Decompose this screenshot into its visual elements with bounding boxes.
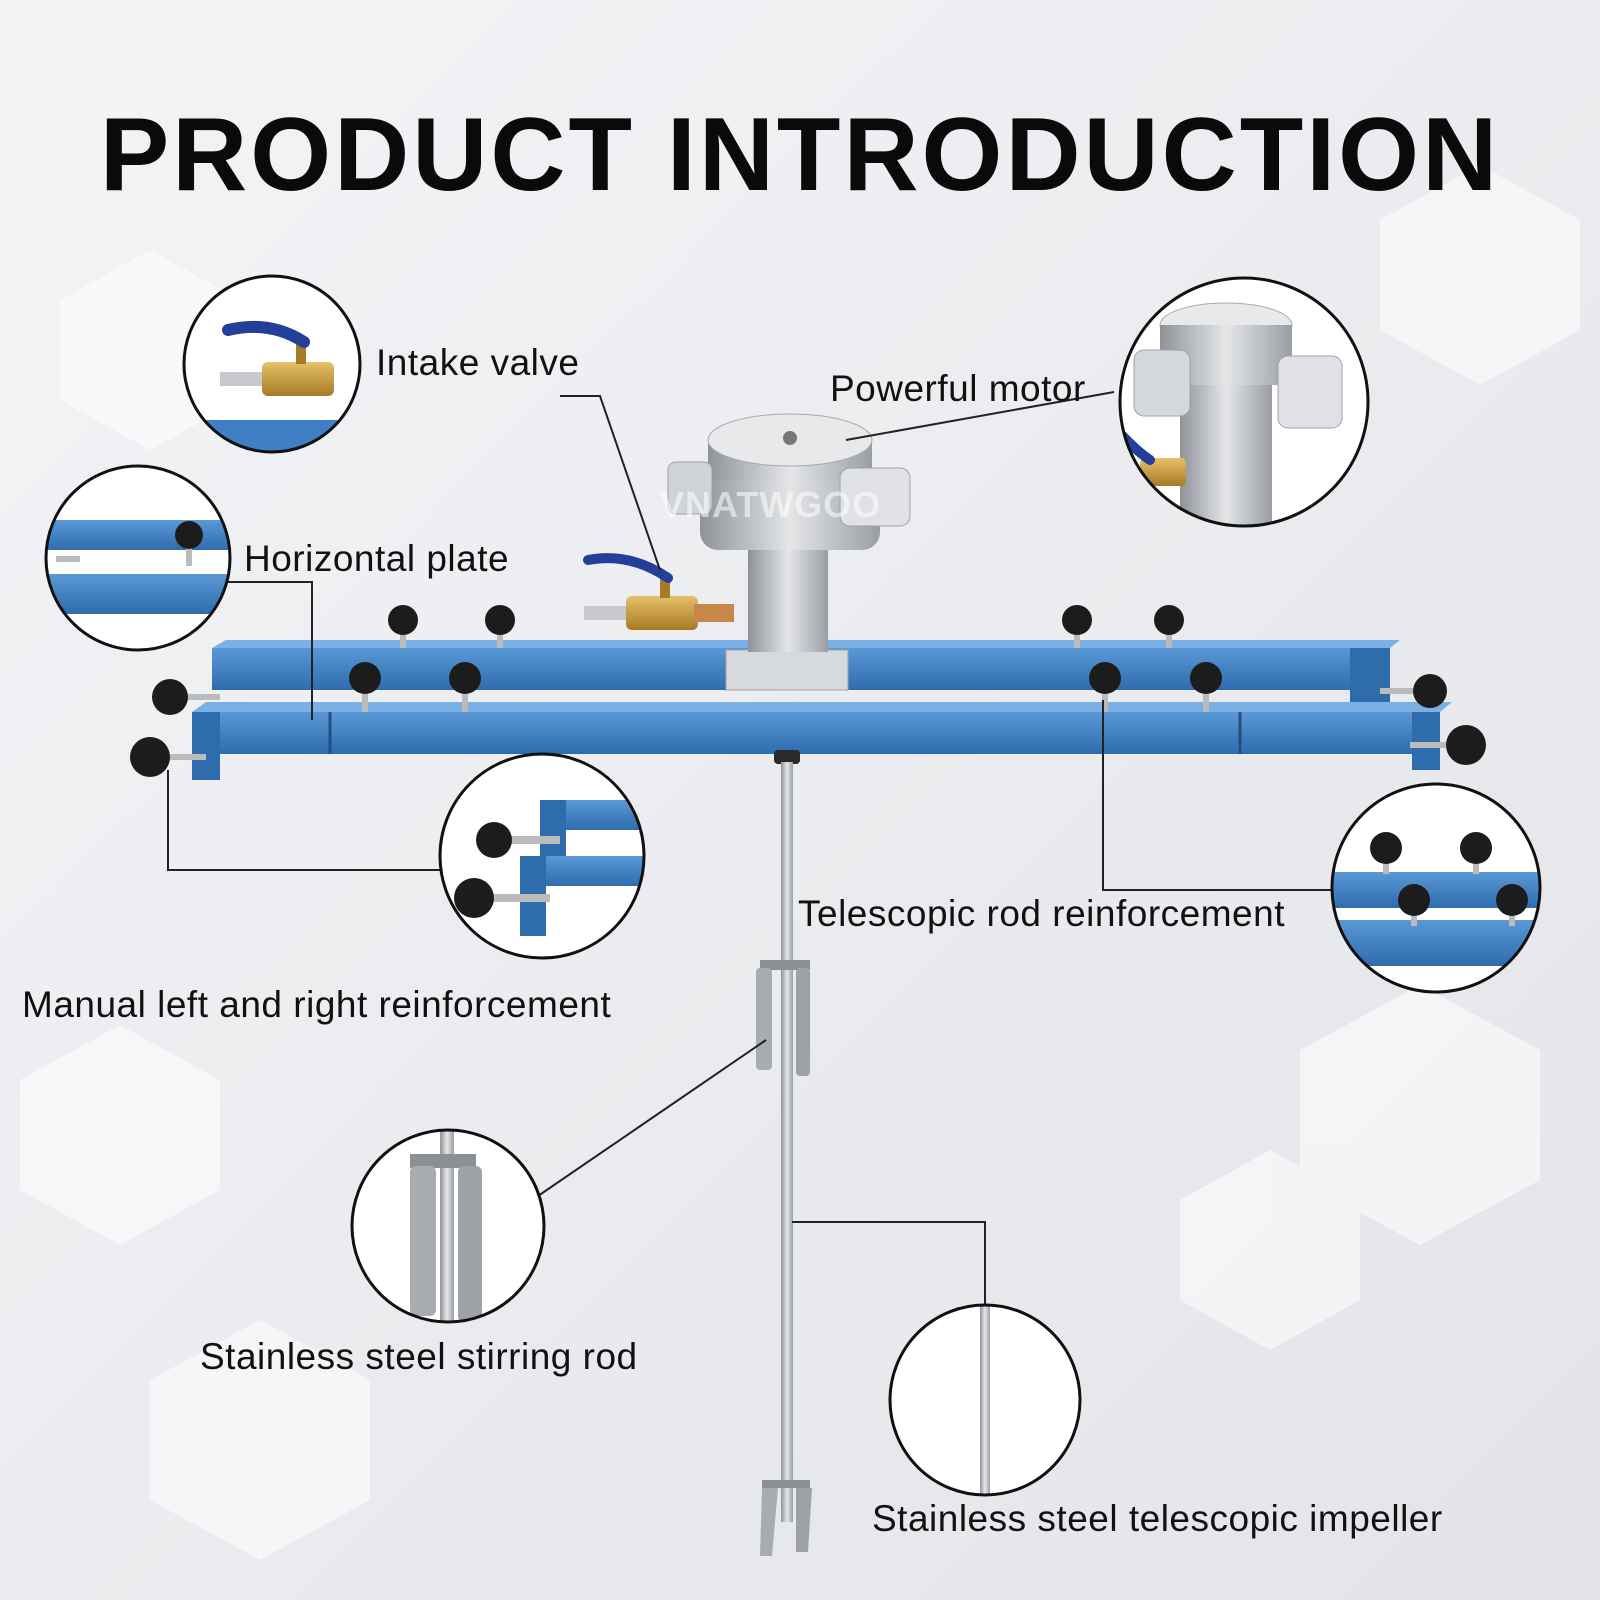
clamp-knob-8 [1190,662,1222,712]
knob-group-top [130,605,1486,777]
callout-horizontal-plate [44,464,232,652]
clamp-knob-5 [349,662,381,712]
label-powerful-motor: Powerful motor [830,368,1086,409]
label-telescopic-impeller: Stainless steel telescopic impeller [872,1498,1443,1539]
upper-impeller [756,960,810,1076]
callout-intake-valve [182,274,362,454]
label-horizontal-plate: Horizontal plate [244,538,510,579]
clamp-knob-6 [449,662,481,712]
page-title: PRODUCT INTRODUCTION [99,97,1501,213]
side-knob-left-1 [152,679,220,715]
clamp-knob-4 [1154,605,1184,648]
air-motor [667,413,911,691]
clamp-knob-1 [388,605,418,648]
clamp-knob-7 [1089,662,1121,712]
clamp-knob-3 [1062,605,1092,648]
side-knob-right-2 [1410,725,1486,765]
label-manual-reinforcement: Manual left and right reinforcement [22,984,612,1025]
callout-stirring-rod [350,1128,546,1324]
side-knob-left-2 [130,737,206,777]
stirring-rod [756,750,812,1556]
callout-manual-reinforcement [438,752,646,960]
label-stirring-rod: Stainless steel stirring rod [200,1336,638,1377]
label-telescopic-rod-reinforcement: Telescopic rod reinforcement [798,893,1285,934]
label-intake-valve: Intake valve [376,342,580,383]
leader-lines [167,391,1334,1306]
callout-telescopic-rod [1330,782,1542,994]
side-knob-right-1 [1380,674,1447,708]
clamp-knob-2 [485,605,515,648]
callout-powerful-motor [1118,276,1370,528]
lower-impeller [760,1480,812,1556]
callout-telescopic-impeller [888,1303,1082,1497]
intake-valve [583,553,734,630]
brand-watermark: VNATWGOO [660,484,882,525]
